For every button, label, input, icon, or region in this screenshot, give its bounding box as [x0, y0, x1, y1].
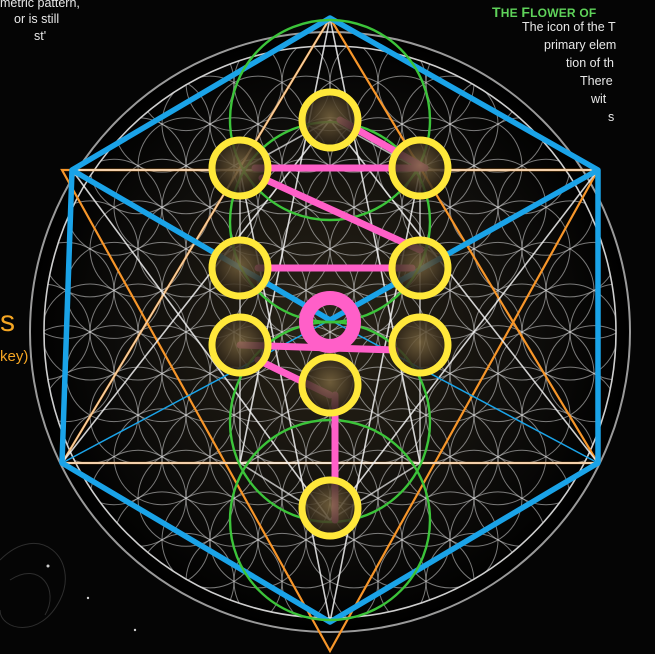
sephira-circle [212, 240, 268, 296]
background-swirl [0, 543, 65, 627]
sephira-circle [302, 92, 358, 148]
sephira-circle [212, 140, 268, 196]
sephira-circle [302, 357, 358, 413]
sephira-circle [392, 140, 448, 196]
sephira-circle [302, 480, 358, 536]
sephira-circle [392, 317, 448, 373]
sephira-circle [212, 317, 268, 373]
background-stars [47, 565, 137, 632]
sephira-circle [392, 240, 448, 296]
